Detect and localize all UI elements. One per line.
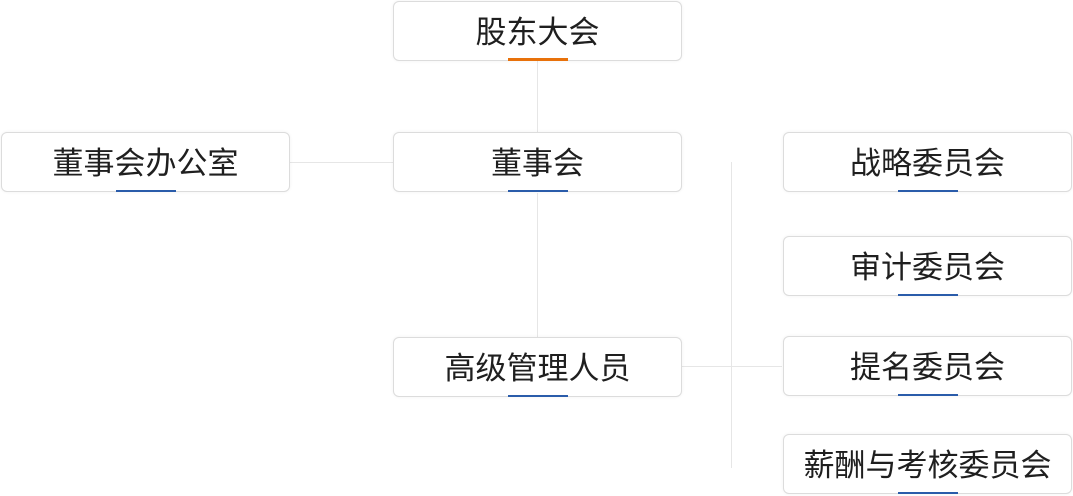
connector-board-management (537, 193, 538, 337)
accent-underline (507, 190, 568, 192)
node-strategy-committee[interactable]: 战略委员会 (783, 132, 1072, 192)
accent-underline (897, 190, 958, 192)
node-shareholders-meeting[interactable]: 股东大会 (393, 1, 682, 61)
accent-underline (897, 394, 958, 396)
node-label: 高级管理人员 (444, 351, 631, 387)
node-nomination-committee[interactable]: 提名委员会 (783, 336, 1072, 396)
connector-committees-vertical (731, 162, 732, 468)
accent-underline (897, 492, 958, 494)
accent-underline (507, 58, 568, 61)
connector-shareholders-board (537, 61, 538, 133)
node-label: 战略委员会 (850, 146, 1005, 182)
node-compensation-committee[interactable]: 薪酬与考核委员会 (783, 434, 1072, 494)
node-label: 董事会办公室 (52, 146, 239, 182)
node-senior-management[interactable]: 高级管理人员 (393, 337, 682, 397)
node-board-office[interactable]: 董事会办公室 (1, 132, 290, 192)
node-label: 董事会 (491, 146, 584, 182)
accent-underline (897, 294, 958, 296)
connector-office-board (290, 162, 393, 163)
node-label: 薪酬与考核委员会 (803, 448, 1052, 484)
node-label: 审计委员会 (850, 250, 1005, 286)
node-audit-committee[interactable]: 审计委员会 (783, 236, 1072, 296)
node-label: 提名委员会 (850, 350, 1005, 386)
accent-underline (115, 190, 176, 192)
accent-underline (507, 395, 568, 397)
node-label: 股东大会 (475, 15, 600, 51)
connector-management-committees (682, 366, 782, 367)
node-board[interactable]: 董事会 (393, 132, 682, 192)
